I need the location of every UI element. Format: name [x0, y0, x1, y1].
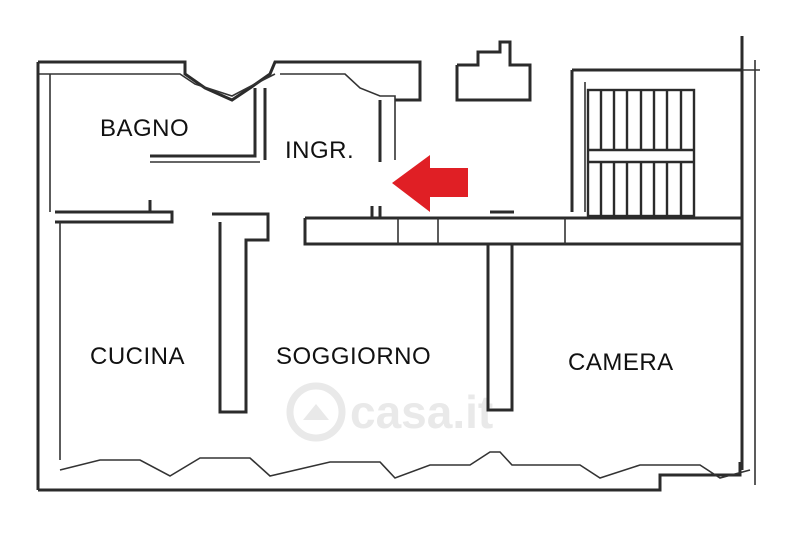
room-label-soggiorno: SOGGIORNO — [276, 343, 431, 370]
room-label-bagno: BAGNO — [100, 115, 189, 142]
outer-walls — [36, 36, 760, 492]
watermark: casa.it — [286, 382, 493, 442]
room-label-camera: CAMERA — [568, 349, 674, 376]
room-label-cucina: CUCINA — [90, 343, 185, 370]
arrow-left-icon — [392, 155, 468, 212]
watermark-text: casa.it — [350, 386, 493, 438]
interior-walls — [55, 88, 742, 460]
staircase — [586, 88, 696, 218]
room-label-ingresso: INGR. — [285, 137, 354, 164]
